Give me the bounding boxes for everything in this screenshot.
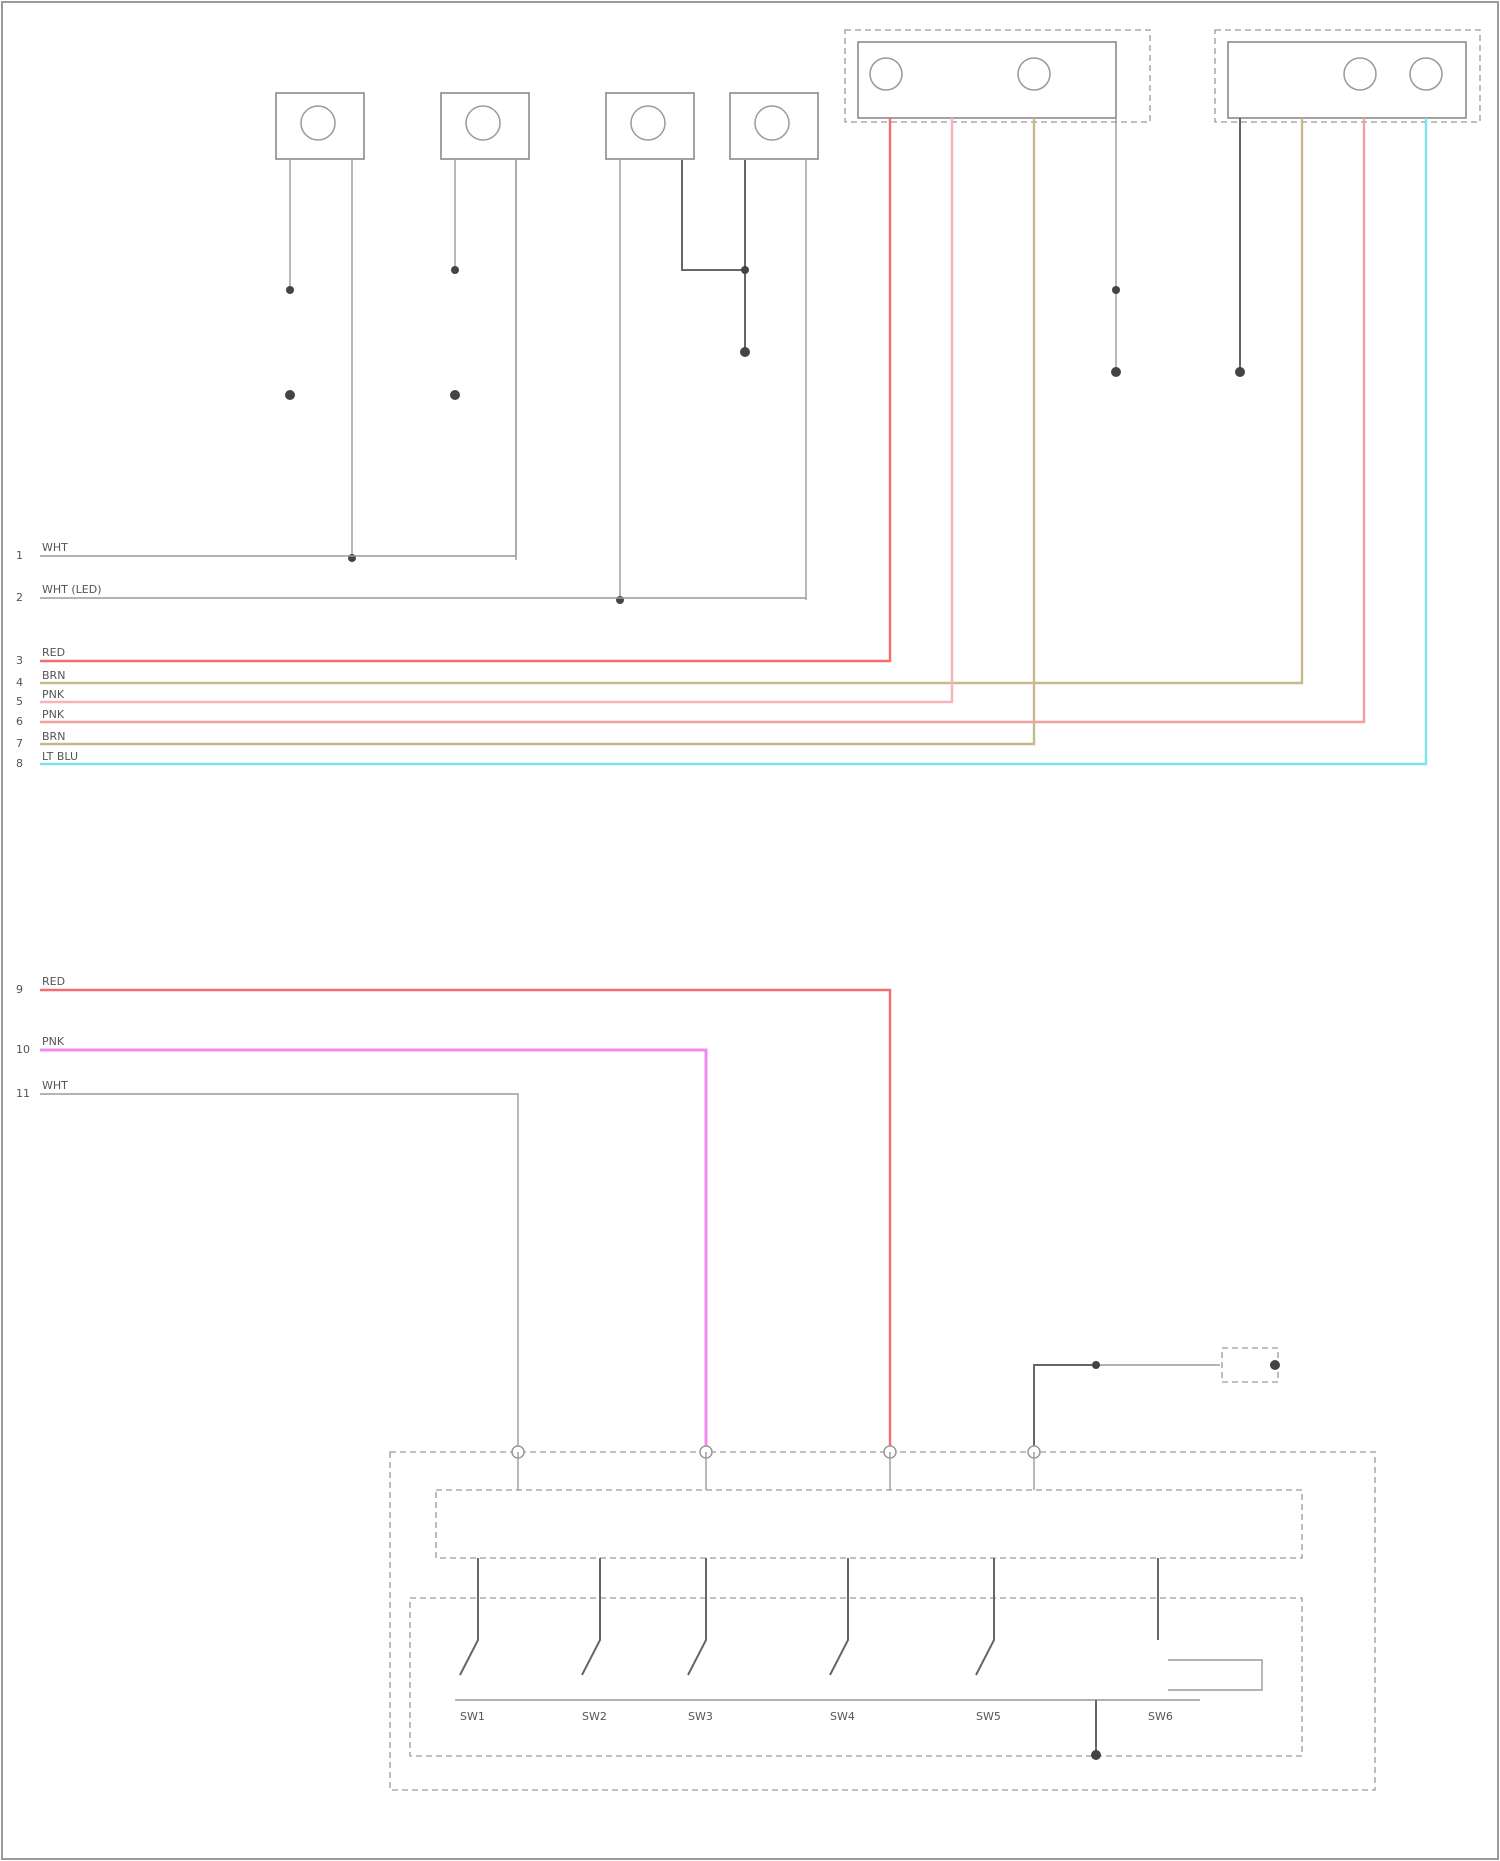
switch-label: SW6 bbox=[1148, 1710, 1173, 1723]
ground-points-top bbox=[285, 266, 1245, 604]
pin-label: 10 bbox=[16, 1043, 30, 1056]
harness-bottom-wires bbox=[40, 990, 1220, 1455]
wire-label: RED bbox=[42, 646, 65, 659]
lamp-drop-wires bbox=[290, 118, 1240, 600]
wire-label: WHT (LED) bbox=[42, 583, 102, 596]
wire-label: BRN bbox=[42, 669, 65, 682]
wire-label: BRN bbox=[42, 730, 65, 743]
pin-label: 8 bbox=[16, 757, 23, 770]
lamp-block-4 bbox=[730, 93, 818, 159]
headlight-assembly-right bbox=[845, 30, 1150, 122]
switch-label: SW5 bbox=[976, 1710, 1001, 1723]
wire-label: WHT bbox=[42, 1079, 68, 1092]
wire-label: PNK bbox=[42, 708, 65, 721]
pin-label: 6 bbox=[16, 715, 23, 728]
pin-label: 7 bbox=[16, 737, 23, 750]
pin-label: 9 bbox=[16, 983, 23, 996]
switch-elements bbox=[455, 1558, 1262, 1760]
switch-label: SW3 bbox=[688, 1710, 713, 1723]
lamp-block-3 bbox=[606, 93, 694, 159]
harness-top-wires bbox=[40, 118, 1426, 764]
switch-label: SW2 bbox=[582, 1710, 607, 1723]
harness-bottom-labels: 9 RED 10 PNK 11 WHT bbox=[16, 975, 68, 1100]
switch-label: SW4 bbox=[830, 1710, 855, 1723]
lamp-block-1 bbox=[276, 93, 364, 159]
harness-top-labels: 1 WHT 2 WHT (LED) 3 RED 4 BRN 5 PNK 6 PN… bbox=[16, 541, 102, 770]
wire-label: PNK bbox=[42, 688, 65, 701]
pin-label: 4 bbox=[16, 676, 23, 689]
wire-label: WHT bbox=[42, 541, 68, 554]
pin-label: 3 bbox=[16, 654, 23, 667]
pin-label: 1 bbox=[16, 549, 23, 562]
combination-switch-assembly bbox=[390, 1446, 1375, 1790]
pin-label: 5 bbox=[16, 695, 23, 708]
wire-label: RED bbox=[42, 975, 65, 988]
headlight-assembly-left bbox=[1215, 30, 1480, 122]
switch-label: SW1 bbox=[460, 1710, 485, 1723]
switch-labels: SW1 SW2 SW3 SW4 SW5 SW6 bbox=[460, 1710, 1173, 1723]
wire-label: LT BLU bbox=[42, 750, 78, 763]
pin-label: 11 bbox=[16, 1087, 30, 1100]
gray-bus-wires bbox=[40, 160, 806, 598]
lamp-block-2 bbox=[441, 93, 529, 159]
pin-label: 2 bbox=[16, 591, 23, 604]
wire-label: PNK bbox=[42, 1035, 65, 1048]
